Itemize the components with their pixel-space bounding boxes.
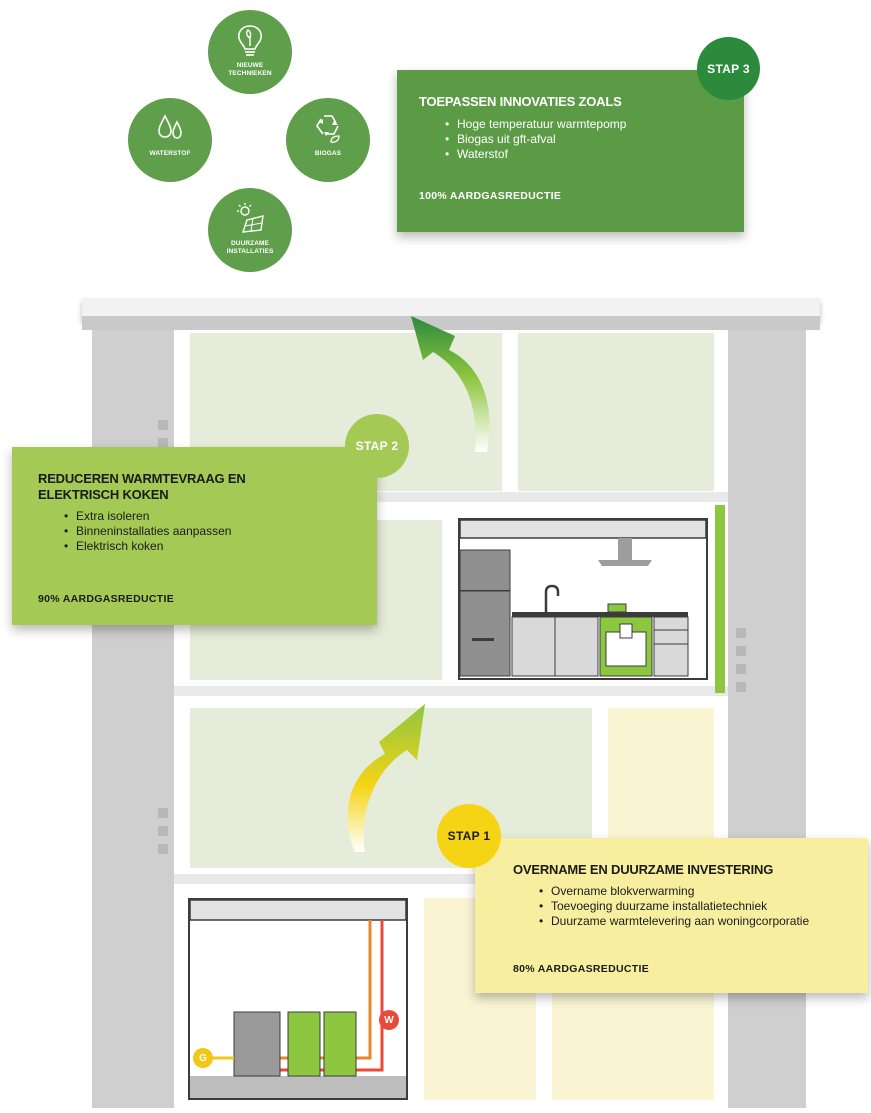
wall-brick (736, 682, 746, 692)
step3-title: TOEPASSEN INNOVATIES ZOALS (419, 94, 622, 109)
wall-brick (736, 646, 746, 656)
step1-reduction: 80% AARDGASREDUCTIE (513, 963, 649, 975)
innovation-label: DUURZAME INSTALLATIES (208, 240, 292, 256)
step3-bullet: Waterstof (445, 147, 724, 162)
floor-slab (174, 874, 728, 884)
wall-brick (736, 628, 746, 638)
innovation-label-line1: DUURZAME (231, 240, 269, 247)
arrow-step1-to-step2 (347, 704, 425, 852)
innovation-label: NIEUWE TECHNIEKEN (208, 62, 292, 78)
innovation-label: BIOGAS (286, 150, 370, 158)
green-facade (715, 505, 725, 693)
wall-brick (158, 844, 168, 854)
step2-reduction: 90% AARDGASREDUCTIE (38, 593, 174, 605)
water-meter-icon: W (379, 1010, 399, 1030)
innovation-nieuwe-technieken: NIEUWE TECHNIEKEN (208, 10, 292, 94)
step2-bullet: Elektrisch koken (64, 539, 357, 554)
kitchen-illustration (458, 518, 708, 680)
innovation-label-line1: NIEUWE (236, 62, 264, 69)
roof-band (82, 316, 820, 330)
wall-brick (158, 438, 168, 448)
step1-bullet: Toevoeging duurzame installatietechniek (539, 899, 848, 914)
innovation-label: WATERSTOF (128, 150, 212, 158)
innovation-biogas: BIOGAS (286, 98, 370, 182)
recycle-leaf-icon (316, 115, 340, 143)
step3-bullet: Hoge temperatuur warmtepomp (445, 117, 724, 132)
innovation-label-line2: TECHNIEKEN (228, 70, 272, 77)
water-drops-icon (158, 114, 182, 139)
wall-brick (158, 808, 168, 818)
wall-brick (158, 420, 168, 430)
step1-info-box: OVERNAME EN DUURZAME INVESTERING Overnam… (475, 838, 868, 993)
kitchen-drawing (459, 519, 707, 677)
solar-panel-icon (237, 203, 264, 233)
step3-badge-label: STAP 3 (707, 61, 750, 76)
innovation-waterstof: WATERSTOF (128, 98, 212, 182)
gas-meter-label: G (199, 1052, 207, 1064)
room-top-right (518, 333, 714, 491)
innovation-label-line2: INSTALLATIES (226, 248, 274, 255)
innovation-label-line1: BIOGAS (314, 150, 342, 157)
step2-title: REDUCEREN WARMTEVRAAG EN ELEKTRISCH KOKE… (38, 471, 357, 503)
step2-bullet: Extra isoleren (64, 509, 357, 524)
innovation-duurzame-installaties: DUURZAME INSTALLATIES (208, 188, 292, 272)
step1-title: OVERNAME EN DUURZAME INVESTERING (513, 862, 774, 877)
innovation-label-line1: WATERSTOF (149, 150, 191, 157)
lightbulb-leaf-icon (238, 25, 262, 56)
step1-bullet: Duurzame warmtelevering aan woningcorpor… (539, 914, 848, 929)
floor-slab (174, 686, 728, 696)
step2-title-line2: ELEKTRISCH KOKEN (38, 487, 169, 502)
step1-badge-label: STAP 1 (447, 829, 491, 843)
step2-title-line1: REDUCEREN WARMTEVRAAG EN (38, 471, 246, 486)
step1-bullet: Overname blokverwarming (539, 884, 848, 899)
boiler-drawing (189, 899, 407, 1098)
step1-bullet-list: Overname blokverwarming Toevoeging duurz… (513, 884, 848, 929)
roof (82, 298, 820, 320)
floor-slab (174, 492, 728, 502)
step3-badge: STAP 3 (697, 37, 760, 100)
step3-bullet: Biogas uit gft-afval (445, 132, 724, 147)
step2-bullet-list: Extra isoleren Binneninstallaties aanpas… (38, 509, 357, 554)
boiler-room-illustration (188, 898, 408, 1100)
wall-brick (736, 664, 746, 674)
step3-info-box: TOEPASSEN INNOVATIES ZOALS Hoge temperat… (397, 70, 744, 232)
step3-bullet-list: Hoge temperatuur warmtepomp Biogas uit g… (419, 117, 724, 162)
wall-brick (158, 826, 168, 836)
step2-info-box: REDUCEREN WARMTEVRAAG EN ELEKTRISCH KOKE… (12, 447, 377, 625)
water-meter-label: W (384, 1014, 394, 1026)
step3-reduction: 100% AARDGASREDUCTIE (419, 190, 562, 202)
step2-bullet: Binneninstallaties aanpassen (64, 524, 357, 539)
step2-badge: STAP 2 (345, 414, 409, 478)
step2-badge-label: STAP 2 (355, 439, 399, 453)
step1-badge: STAP 1 (437, 804, 501, 868)
arrow-step2-to-step3 (411, 316, 490, 452)
gas-meter-icon: G (193, 1048, 213, 1068)
